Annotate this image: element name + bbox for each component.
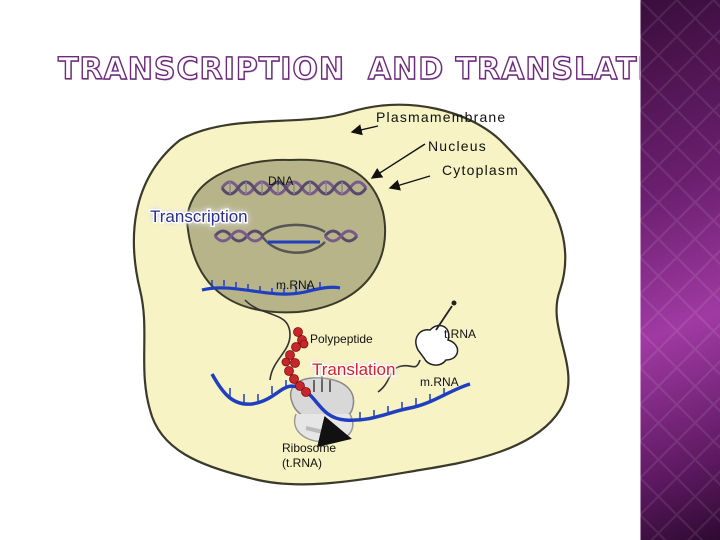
label-mrna-nucleus: m.RNA — [276, 278, 315, 292]
nucleus — [186, 158, 387, 314]
trna-molecule — [377, 300, 459, 393]
cell-diagram: Plasmamembrane Nucleus Cytoplasm DNA Tra… — [132, 103, 570, 486]
decorative-side-band — [640, 0, 720, 540]
dna-helix — [220, 180, 368, 196]
mrna-strand-cytoplasm — [210, 373, 471, 422]
label-ribosome: Ribosome — [282, 441, 336, 455]
label-nucleus: Nucleus — [428, 138, 487, 154]
label-mrna-cytoplasm: m.RNA — [420, 375, 459, 389]
dna-transcription-bubble — [213, 223, 359, 254]
label-trna: t.RNA — [444, 327, 476, 341]
label-translation: Translation — [312, 360, 395, 379]
diamond-pattern — [640, 0, 720, 540]
mrna-strand-nucleus — [201, 280, 341, 381]
label-ribosome-trna: (t.RNA) — [282, 456, 322, 470]
polypeptide-chain — [281, 327, 311, 397]
pointer-arrows — [350, 124, 431, 191]
label-transcription: Transcription — [150, 207, 248, 226]
label-dna: DNA — [268, 174, 293, 188]
label-cytoplasm: Cytoplasm — [442, 162, 519, 178]
label-polypeptide: Polypeptide — [310, 332, 373, 346]
label-plasma-membrane: Plasmamembrane — [376, 109, 506, 125]
